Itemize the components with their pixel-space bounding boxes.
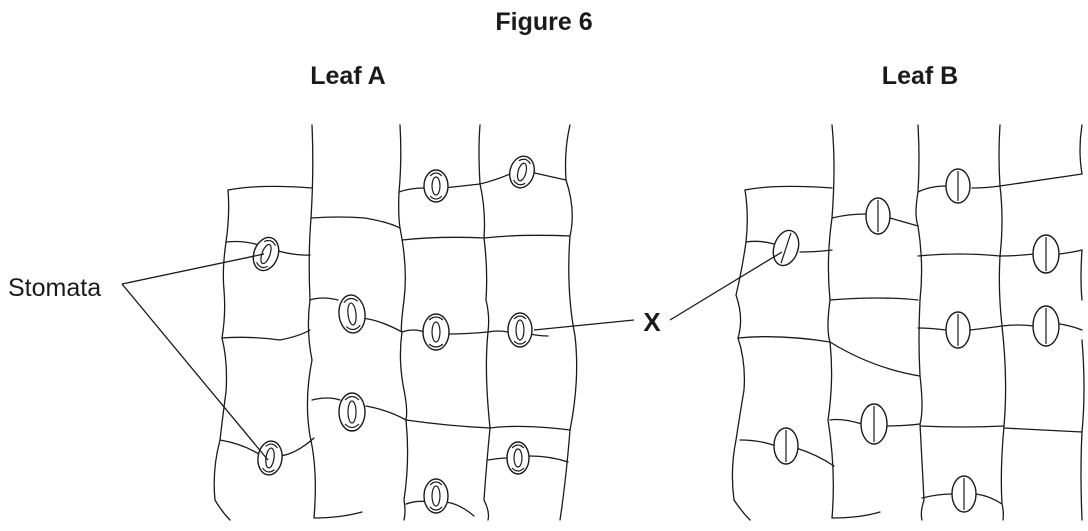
closed-stoma <box>865 197 891 235</box>
open-stoma <box>257 440 283 476</box>
open-stoma <box>338 392 366 432</box>
figure-title: Figure 6 <box>495 8 592 36</box>
open-stoma <box>252 236 280 272</box>
closed-stoma <box>860 403 888 445</box>
leaf-a-label: Leaf A <box>310 62 385 90</box>
closed-stoma <box>1032 305 1060 347</box>
closed-stoma <box>772 229 800 267</box>
open-stoma <box>423 169 449 203</box>
leaf-b-label: Leaf B <box>882 62 958 90</box>
x-label: X <box>643 307 661 337</box>
open-stoma <box>507 312 533 348</box>
open-stoma <box>338 294 366 334</box>
leaf-a-stomata <box>252 155 536 514</box>
open-stoma <box>422 313 450 351</box>
leaf-b-cells <box>731 124 1085 521</box>
closed-stoma <box>945 168 971 204</box>
stomata-label-group: Stomata <box>8 253 269 461</box>
closed-stoma <box>773 427 799 465</box>
open-stoma <box>423 478 449 514</box>
closed-stoma <box>951 475 977 513</box>
leaf-b-drawing <box>731 124 1085 521</box>
x-label-group: X <box>533 251 783 337</box>
open-stoma <box>508 155 536 189</box>
stomata-leader-line <box>121 253 265 285</box>
stomata-label: Stomata <box>8 274 101 302</box>
stomata-leader-line <box>121 283 269 461</box>
leaf-b-stomata <box>772 168 1060 513</box>
open-stoma <box>506 441 530 475</box>
leaf-a-drawing <box>213 124 578 521</box>
closed-stoma <box>1032 234 1060 274</box>
x-leader-line-to-leaf-b <box>669 251 783 321</box>
closed-stoma <box>945 311 971 349</box>
x-leader-line-to-leaf-a <box>533 319 635 331</box>
